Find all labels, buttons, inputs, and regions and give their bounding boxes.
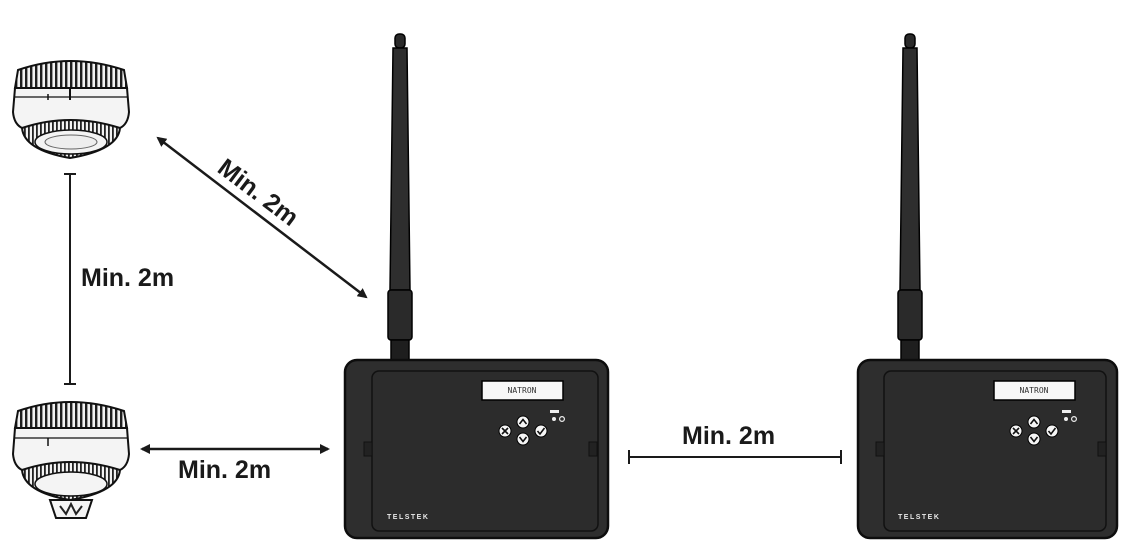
confirm-button[interactable]: [534, 424, 548, 438]
down-button[interactable]: [1027, 432, 1041, 446]
up-button[interactable]: [1027, 415, 1041, 429]
wireless-gateway-1: NATRON TELSTEK: [343, 33, 610, 540]
lcd-screen: [481, 380, 564, 401]
brand-label: TELSTEK: [898, 514, 940, 521]
diagonal-distance-label: Min. 2m: [212, 153, 303, 231]
gateway-distance-line: [628, 450, 842, 464]
antenna-icon: [387, 33, 413, 363]
wireless-gateway-2: NATRON TELSTEK: [856, 33, 1119, 540]
vertical-distance-label: Min. 2m: [81, 264, 174, 292]
smoke-detector-bottom: [11, 401, 131, 519]
horizontal-distance-label: Min. 2m: [178, 456, 271, 484]
vertical-distance-line: [64, 173, 76, 385]
close-button[interactable]: [498, 424, 512, 438]
down-button[interactable]: [516, 432, 530, 446]
gateway-distance-label: Min. 2m: [682, 422, 775, 450]
brand-label: TELSTEK: [387, 514, 429, 521]
diagonal-distance-arrow: [156, 136, 368, 299]
antenna-icon: [897, 33, 923, 363]
lcd-screen: [993, 380, 1076, 401]
screen-text: NATRON: [1020, 386, 1049, 395]
up-button[interactable]: [516, 415, 530, 429]
confirm-button[interactable]: [1045, 424, 1059, 438]
smoke-detector-top: [11, 60, 131, 160]
screen-text: NATRON: [508, 386, 537, 395]
close-button[interactable]: [1009, 424, 1023, 438]
